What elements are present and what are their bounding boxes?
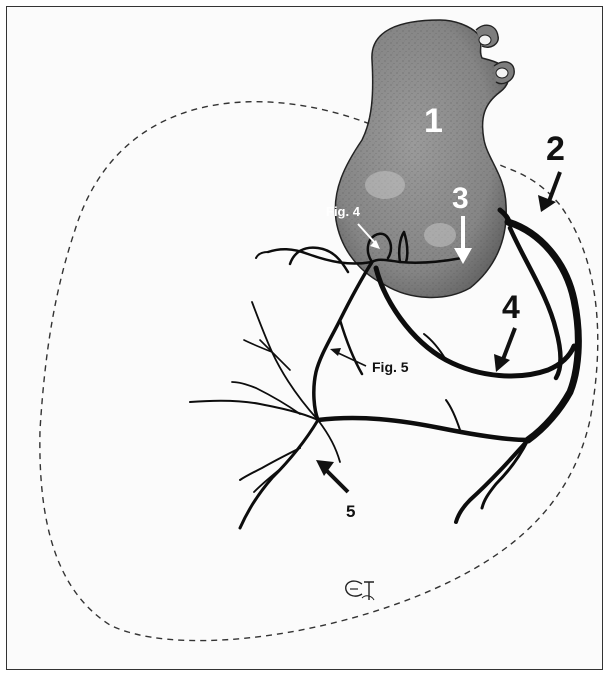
arrow-fig5 — [330, 348, 366, 366]
vessel-small-mid-2 — [446, 400, 460, 430]
vessel-conus-twig — [256, 252, 268, 258]
vessel-fig5-loop — [314, 262, 372, 420]
label-fig4: Fig. 4 — [326, 204, 361, 219]
label-1: 1 — [424, 102, 443, 140]
vessel-branch-5-c — [318, 420, 340, 462]
label-2: 2 — [546, 130, 565, 168]
vessel-left-fan-2 — [232, 382, 300, 414]
vessel-branch-down-b — [482, 440, 528, 508]
label-5: 5 — [346, 502, 355, 521]
label-4: 4 — [502, 289, 520, 325]
vessel-upper-loop — [290, 248, 348, 272]
vessel-left-fan-3 — [252, 302, 318, 420]
arrow-2 — [538, 172, 560, 212]
vessel-branch-5-a — [240, 448, 300, 480]
label-3: 3 — [452, 182, 469, 215]
arrow-5 — [316, 460, 348, 492]
vessel-long-lower — [318, 418, 528, 440]
vessel-left-fan-4 — [260, 340, 290, 370]
aorta — [335, 20, 514, 297]
label-fig5: Fig. 5 — [372, 359, 409, 375]
vessel-branch-down-a — [456, 440, 528, 522]
vessel-rca-main — [508, 222, 578, 440]
artist-signature — [346, 581, 374, 600]
vessel-fig5-inner — [340, 320, 362, 374]
heart-outline-dashed — [40, 102, 598, 641]
arrow-4 — [494, 328, 515, 372]
vessel-left-fan-1 — [190, 401, 318, 420]
